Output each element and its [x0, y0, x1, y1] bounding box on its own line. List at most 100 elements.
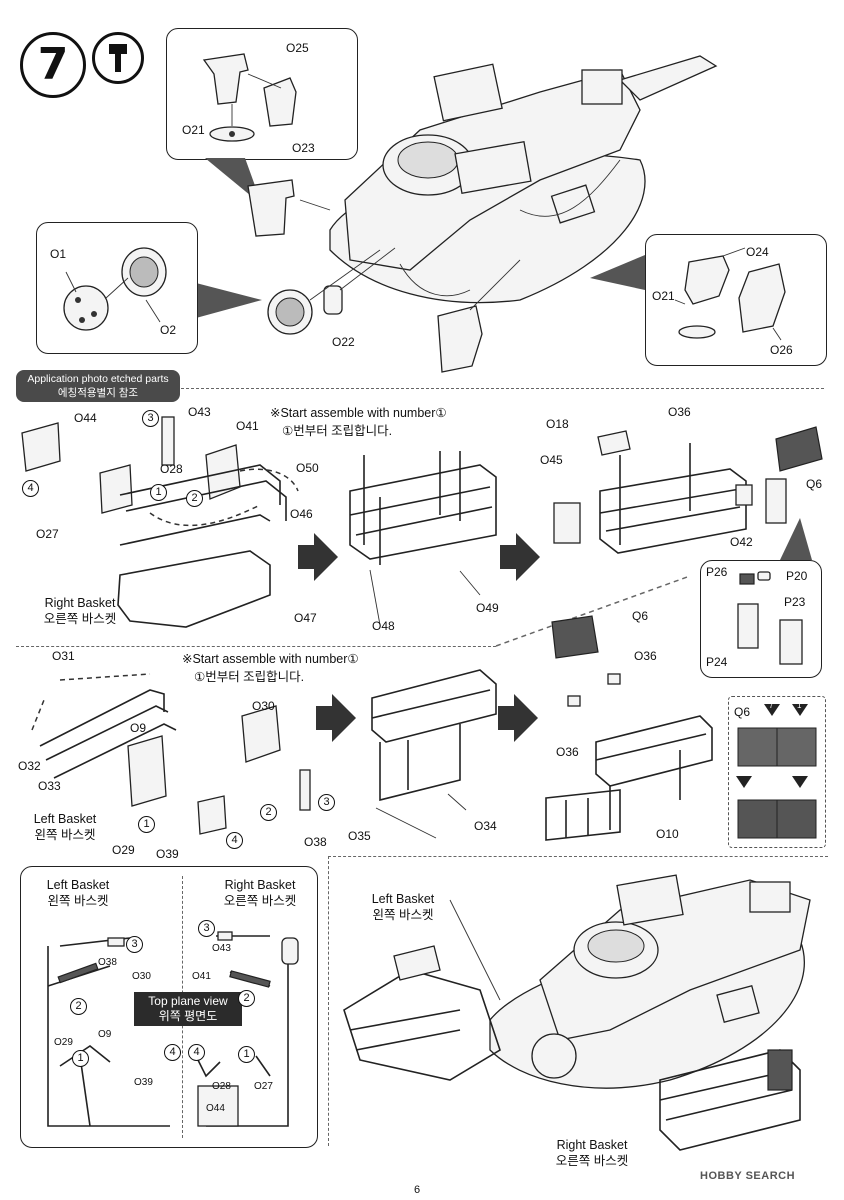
- decal-panel: [728, 696, 826, 848]
- part-label: O43: [212, 943, 231, 954]
- final-right-basket-ko: 오른쪽 바스켓: [555, 1154, 629, 1168]
- step-marker-1: 1: [150, 484, 167, 501]
- part-label: O9: [98, 1029, 112, 1040]
- part-label: O36: [634, 649, 657, 663]
- assembly-note-ko: ①번부터 조립합니다.: [282, 424, 393, 438]
- part-label: O9: [130, 721, 147, 735]
- part-label: O49: [476, 601, 499, 615]
- section-divider: [16, 388, 824, 389]
- part-label: O36: [556, 745, 579, 759]
- part-label: O26: [770, 343, 793, 357]
- step-marker-2: 2: [238, 990, 255, 1007]
- right-callout-parts-drawing: [674, 247, 786, 341]
- part-label: O33: [38, 779, 61, 793]
- assembly-note-ko: ①번부터 조립합니다.: [194, 670, 305, 684]
- step-marker-4: 4: [164, 1044, 181, 1061]
- part-label: P23: [784, 595, 806, 609]
- part-label: P26: [706, 565, 728, 579]
- step-marker-4: 4: [226, 832, 243, 849]
- decal-mark: 7: [769, 701, 774, 710]
- right-basket-title-ko: 오른쪽 바스켓: [43, 612, 117, 626]
- top-view-left-title-ko: 왼쪽 바스켓: [47, 894, 109, 908]
- right-basket-title-en: Right Basket: [44, 596, 116, 610]
- part-label: O32: [18, 759, 41, 773]
- part-label: O2: [160, 323, 177, 337]
- part-label: O47: [294, 611, 317, 625]
- part-label: O36: [668, 405, 691, 419]
- part-label: O44: [74, 411, 97, 425]
- watermark-text: HOBBY SEARCH: [700, 1170, 796, 1182]
- left-basket-title-en: Left Basket: [33, 812, 97, 826]
- decal-mark: 1: [797, 701, 802, 710]
- process-arrows-row1: [298, 533, 540, 581]
- part-label: O27: [254, 1081, 273, 1092]
- top-plane-view-label-ko: 위쪽 평면도: [158, 1009, 218, 1023]
- part-label: P24: [706, 655, 728, 669]
- part-label: O39: [134, 1077, 153, 1088]
- step-marker-4: 4: [22, 480, 39, 497]
- top-plane-view-label: Top plane view 위쪽 평면도: [134, 992, 242, 1026]
- final-left-basket-ko: 왼쪽 바스켓: [372, 908, 434, 922]
- paint-brush-icon: [92, 32, 144, 84]
- step-marker-1: 1: [72, 1050, 89, 1067]
- part-label: O48: [372, 619, 395, 633]
- callout-box-top: [166, 28, 358, 160]
- right-basket-exploded-drawing: [21, 416, 823, 628]
- assembly-note-en: ※Start assemble with number①: [270, 406, 447, 420]
- assembly-note-en: ※Start assemble with number①: [182, 652, 359, 666]
- photo-etched-note-en: Application photo etched parts: [27, 373, 169, 385]
- top-plane-view-drawing: [47, 931, 299, 1127]
- part-label: O38: [304, 835, 327, 849]
- part-label: O22: [332, 335, 355, 349]
- part-label: O34: [474, 819, 497, 833]
- photo-etched-note: Application photo etched parts 에칭적용별지 참조: [16, 370, 180, 402]
- page-number: 6: [414, 1184, 421, 1196]
- step-marker-4: 4: [188, 1044, 205, 1061]
- part-label: O41: [192, 971, 211, 982]
- part-label: O10: [656, 827, 679, 841]
- watermark: HOBBY SEARCH: [700, 1170, 795, 1182]
- top-view-right-title-en: Right Basket: [224, 878, 296, 892]
- step-marker-2: 2: [260, 804, 277, 821]
- part-label: O39: [156, 847, 179, 861]
- part-label: O21: [182, 123, 205, 137]
- part-label: O44: [206, 1103, 225, 1114]
- final-right-basket-en: Right Basket: [556, 1138, 628, 1152]
- left-basket-title-ko: 왼쪽 바스켓: [34, 828, 96, 842]
- section-divider: [16, 646, 496, 647]
- section-divider: [328, 856, 828, 857]
- step-marker-3: 3: [142, 410, 159, 427]
- step-marker-2: 2: [70, 998, 87, 1015]
- step-marker-1: 1: [238, 1046, 255, 1063]
- part-label: O28: [212, 1081, 231, 1092]
- part-label: O35: [348, 829, 371, 843]
- decal-panel-drawing: [736, 704, 817, 839]
- process-arrows-row2: [316, 694, 538, 742]
- decal-panel-label: Q6: [734, 705, 751, 719]
- step-number-badge: 7: [20, 32, 86, 98]
- sub-assembly-pointer: [780, 518, 812, 560]
- part-label: O41: [236, 419, 259, 433]
- left-basket-exploded-drawing: [31, 615, 713, 841]
- sub-assembly-drawing: [737, 571, 803, 665]
- top-callout-parts-drawing: [202, 53, 297, 142]
- top-plane-view-label-en: Top plane view: [148, 994, 228, 1008]
- top-view-right-title-ko: 오른쪽 바스켓: [223, 894, 297, 908]
- left-callout-parts-drawing: [63, 247, 167, 331]
- section-divider: [328, 856, 329, 1146]
- part-label: O18: [546, 417, 569, 431]
- turret-drawing-top: [247, 55, 718, 373]
- part-label: O30: [132, 971, 151, 982]
- step-marker-2: 2: [186, 490, 203, 507]
- step-marker-1: 1: [138, 816, 155, 833]
- part-label: Q6: [806, 477, 823, 491]
- part-label: O25: [286, 41, 309, 55]
- part-label: O31: [52, 649, 75, 663]
- part-label: O29: [112, 843, 135, 857]
- section-divider-diagonal: [495, 575, 691, 647]
- part-label: O29: [54, 1037, 73, 1048]
- part-label: O42: [730, 535, 753, 549]
- step-marker-3: 3: [126, 936, 143, 953]
- part-label: O24: [746, 245, 769, 259]
